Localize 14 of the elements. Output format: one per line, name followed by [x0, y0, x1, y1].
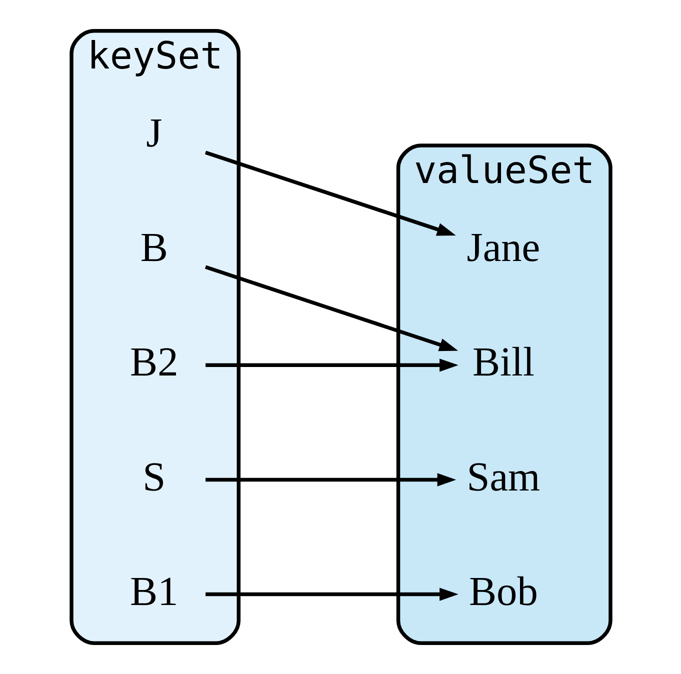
node-text: S [142, 453, 166, 500]
arrow [204, 150, 456, 236]
node-text: B1 [130, 568, 178, 614]
node-text: Jane [466, 224, 540, 270]
arrow [204, 265, 458, 352]
arrow [205, 473, 456, 486]
node-text: Sam [466, 453, 540, 500]
node-text: B2 [130, 338, 178, 385]
arrow [205, 358, 458, 372]
node-text: Bob [468, 568, 538, 614]
node-text: Bill [472, 338, 534, 385]
node-text: B [140, 224, 168, 270]
node-text: J [146, 110, 162, 156]
arrow [205, 588, 458, 601]
